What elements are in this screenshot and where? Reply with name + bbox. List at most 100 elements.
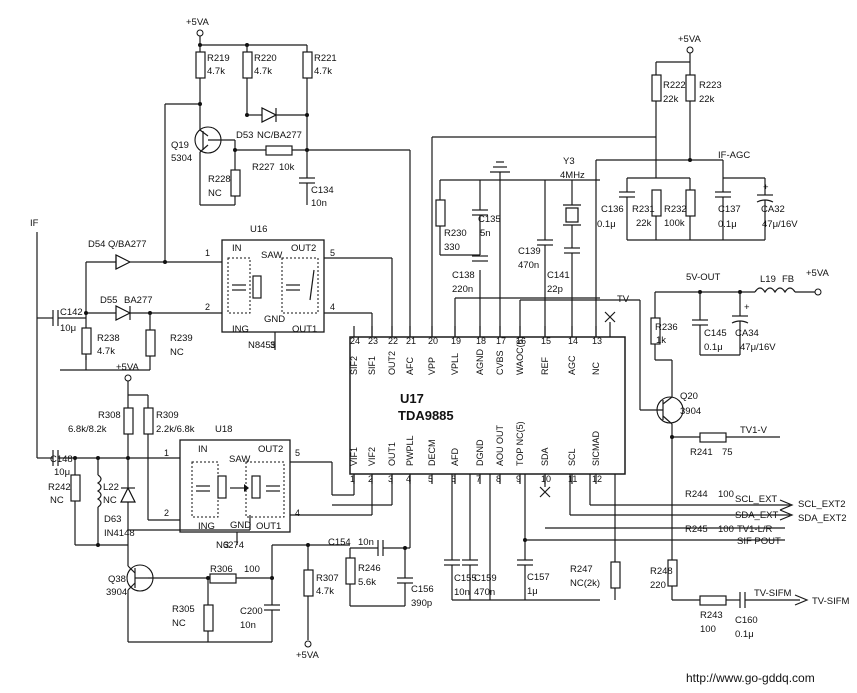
ground-symbol-agnd <box>490 161 510 337</box>
svg-text:U18: U18 <box>215 424 232 435</box>
svg-text:1: 1 <box>164 448 169 458</box>
svg-text:C134: C134 <box>311 185 334 196</box>
svg-text:R241: R241 <box>690 447 713 458</box>
svg-text:R220: R220 <box>254 53 277 64</box>
svg-text:6.8k/8.2k: 6.8k/8.2k <box>68 424 107 435</box>
svg-text:SAW: SAW <box>261 250 282 261</box>
svg-text:GND: GND <box>230 520 251 531</box>
capacitor-c154: C154 10n <box>328 537 384 556</box>
svg-text:4: 4 <box>330 302 335 312</box>
svg-text:R231: R231 <box>632 204 655 215</box>
pin-name: AFD <box>450 447 460 466</box>
svg-text:U16: U16 <box>250 224 267 235</box>
svg-text:5V-OUT: 5V-OUT <box>686 272 721 283</box>
resistor-r245: R245 100 <box>685 524 734 535</box>
pin-name: WAOC(6) <box>515 336 525 375</box>
svg-text:100k: 100k <box>664 218 685 229</box>
pin-number: 5 <box>428 474 433 484</box>
pin-number: 8 <box>496 474 501 484</box>
svg-text:R309: R309 <box>156 410 179 421</box>
pin-number: 14 <box>568 336 578 346</box>
svg-text:10n: 10n <box>358 537 374 548</box>
pin-number: 18 <box>476 336 486 346</box>
svg-text:CA32: CA32 <box>761 204 785 215</box>
svg-text:10μ: 10μ <box>54 467 70 478</box>
svg-text:0.1μ: 0.1μ <box>704 342 723 353</box>
pin-name: CVBS <box>495 350 505 375</box>
svg-text:470n: 470n <box>518 260 539 271</box>
svg-text:BA277: BA277 <box>124 295 153 306</box>
svg-text:R246: R246 <box>358 563 381 574</box>
pin-name: VPP <box>427 357 437 375</box>
svg-text:IN: IN <box>198 444 208 455</box>
svg-text:1μ: 1μ <box>527 586 538 597</box>
svg-text:0.1μ: 0.1μ <box>718 219 737 230</box>
svg-text:NC/BA277: NC/BA277 <box>257 130 302 141</box>
svg-text:2.2k/6.8k: 2.2k/6.8k <box>156 424 195 435</box>
capacitor-c156: C156 390p <box>397 577 434 609</box>
svg-text:C160: C160 <box>735 615 758 626</box>
svg-text:C154: C154 <box>328 537 351 548</box>
svg-text:D55: D55 <box>100 295 117 306</box>
pin-number: 7 <box>476 474 481 484</box>
resistor-r305: R305 NC <box>172 604 214 632</box>
svg-text:C156: C156 <box>411 584 434 595</box>
svg-text:2: 2 <box>164 508 169 518</box>
svg-text:2: 2 <box>205 302 210 312</box>
svg-text:Y3: Y3 <box>563 156 575 167</box>
svg-text:C141: C141 <box>547 270 570 281</box>
vcc-node-mid-left: +5VA <box>116 362 149 408</box>
svg-text:R230: R230 <box>444 228 467 239</box>
svg-text:100: 100 <box>718 489 734 500</box>
svg-text:4MHz: 4MHz <box>560 170 585 181</box>
svg-text:R239: R239 <box>170 333 193 344</box>
svg-text:R228: R228 <box>208 174 231 185</box>
svg-text:+5VA: +5VA <box>678 34 701 45</box>
svg-text:5n: 5n <box>480 228 491 239</box>
resistor-r231: R231 22k <box>632 189 662 229</box>
svg-text:R247: R247 <box>570 564 593 575</box>
pin-number: 15 <box>541 336 551 346</box>
pin-name: DGND <box>475 439 485 466</box>
svg-text:3904: 3904 <box>680 406 701 417</box>
svg-text:R305: R305 <box>172 604 195 615</box>
diode-d63: D63 IN4148 <box>104 486 136 539</box>
svg-text:3904: 3904 <box>106 587 127 598</box>
svg-text:5: 5 <box>295 448 300 458</box>
svg-text:OUT1: OUT1 <box>256 521 281 532</box>
vcc-node-top-right: +5VA <box>655 34 701 75</box>
pin-number: 2 <box>368 474 373 484</box>
svg-text:3: 3 <box>270 340 275 350</box>
svg-text:C148: C148 <box>50 454 73 465</box>
svg-text:IN: IN <box>232 243 242 254</box>
pin-number: 19 <box>451 336 461 346</box>
pin-number: 20 <box>428 336 438 346</box>
svg-text:100: 100 <box>700 624 716 635</box>
tv-tag-label: TV <box>617 294 630 305</box>
pin-name: OUT2 <box>387 351 397 375</box>
svg-text:R232: R232 <box>664 204 687 215</box>
svg-text:75: 75 <box>722 447 733 458</box>
pin-name: PWPLL <box>405 435 415 466</box>
pin-number: 4 <box>406 474 411 484</box>
pin-number: 6 <box>451 474 456 484</box>
diode-d53: D53 NC/BA277 <box>236 107 309 141</box>
svg-text:47μ/16V: 47μ/16V <box>762 219 798 230</box>
svg-text:R244: R244 <box>685 489 708 500</box>
svg-text:4.7k: 4.7k <box>207 66 225 77</box>
svg-text:C200: C200 <box>240 606 263 617</box>
svg-text:5: 5 <box>330 248 335 258</box>
capacitor-c145: C145 0.1μ <box>692 292 727 355</box>
resistor-r222: R222 22k <box>651 74 686 105</box>
transistor-q20: Q20 3904 <box>640 391 701 425</box>
resistor-r223: R223 22k <box>685 74 722 105</box>
transistor-q19: Q19 5304 <box>171 120 235 205</box>
svg-text:10n: 10n <box>240 620 256 631</box>
ic-part: TDA9885 <box>398 408 454 423</box>
svg-text:R242: R242 <box>48 482 71 493</box>
svg-text:C138: C138 <box>452 270 475 281</box>
vcc-rail-top-left: +5VA <box>186 17 308 52</box>
pin-name: OUT1 <box>387 442 397 466</box>
